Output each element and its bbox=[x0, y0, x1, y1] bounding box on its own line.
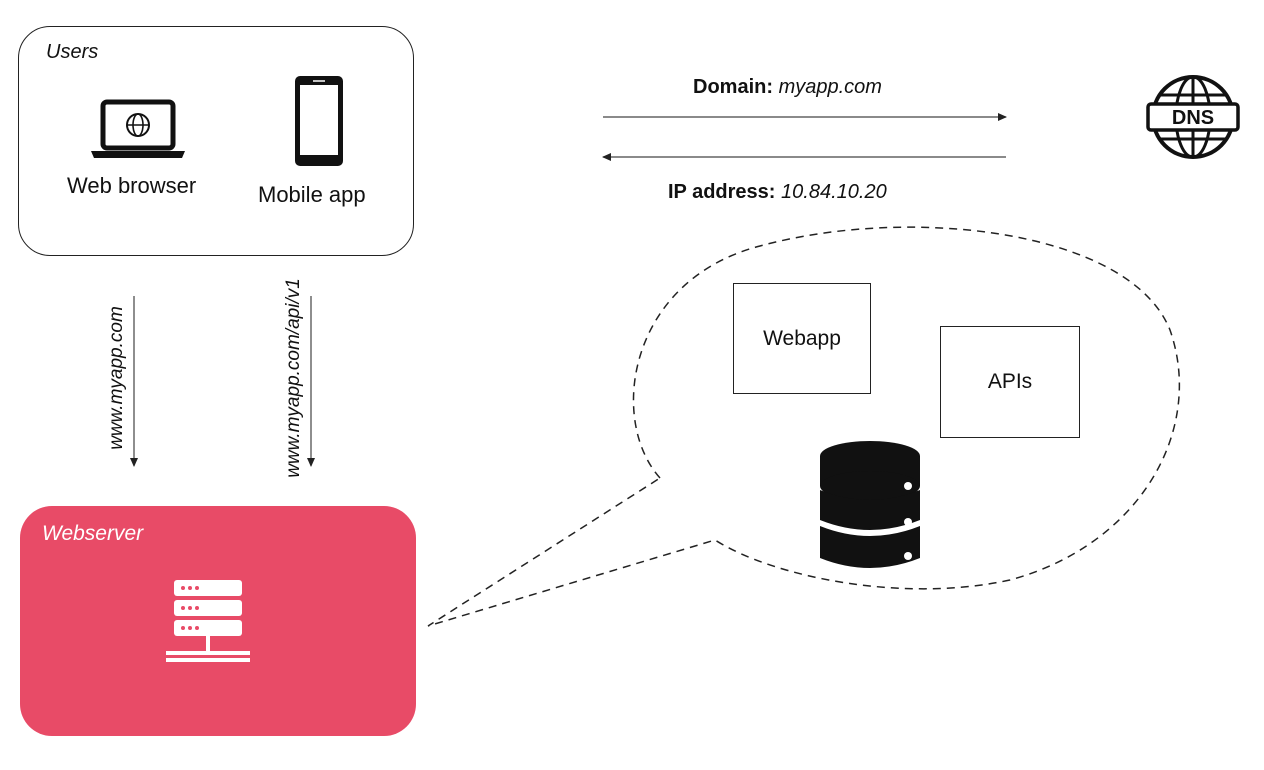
server-icon bbox=[166, 580, 250, 662]
dns-globe-icon: DNS bbox=[1146, 75, 1240, 159]
webserver-title: Webserver bbox=[42, 522, 144, 545]
domain-key: Domain: bbox=[693, 76, 773, 98]
api-request-url: www.myapp.com/api/v1 bbox=[283, 278, 304, 478]
mobile-phone-icon bbox=[295, 76, 343, 166]
ip-key: IP address: bbox=[668, 181, 776, 203]
ip-value: 10.84.10.20 bbox=[781, 181, 887, 203]
webapp-label: Webapp bbox=[763, 326, 841, 350]
speech-bubble-outline bbox=[427, 226, 1181, 627]
webapp-box: Webapp bbox=[733, 283, 871, 394]
webserver-group: Webserver bbox=[20, 506, 416, 736]
mobile-app-label: Mobile app bbox=[258, 182, 366, 207]
users-title: Users bbox=[46, 41, 99, 63]
domain-value: myapp.com bbox=[778, 76, 882, 98]
domain-request-label: Domain: myapp.com bbox=[693, 76, 882, 99]
web-browser-label: Web browser bbox=[67, 173, 197, 198]
users-group: Users Web browser Mobile app bbox=[18, 26, 414, 256]
ip-response-label: IP address: 10.84.10.20 bbox=[668, 181, 887, 204]
dns-icon-label: DNS bbox=[1172, 107, 1214, 129]
database-icon bbox=[820, 441, 920, 568]
web-request-url: www.myapp.com bbox=[106, 306, 127, 450]
laptop-icon bbox=[91, 99, 185, 158]
apis-label: APIs bbox=[987, 370, 1033, 393]
apis-box: APIs bbox=[940, 326, 1080, 438]
